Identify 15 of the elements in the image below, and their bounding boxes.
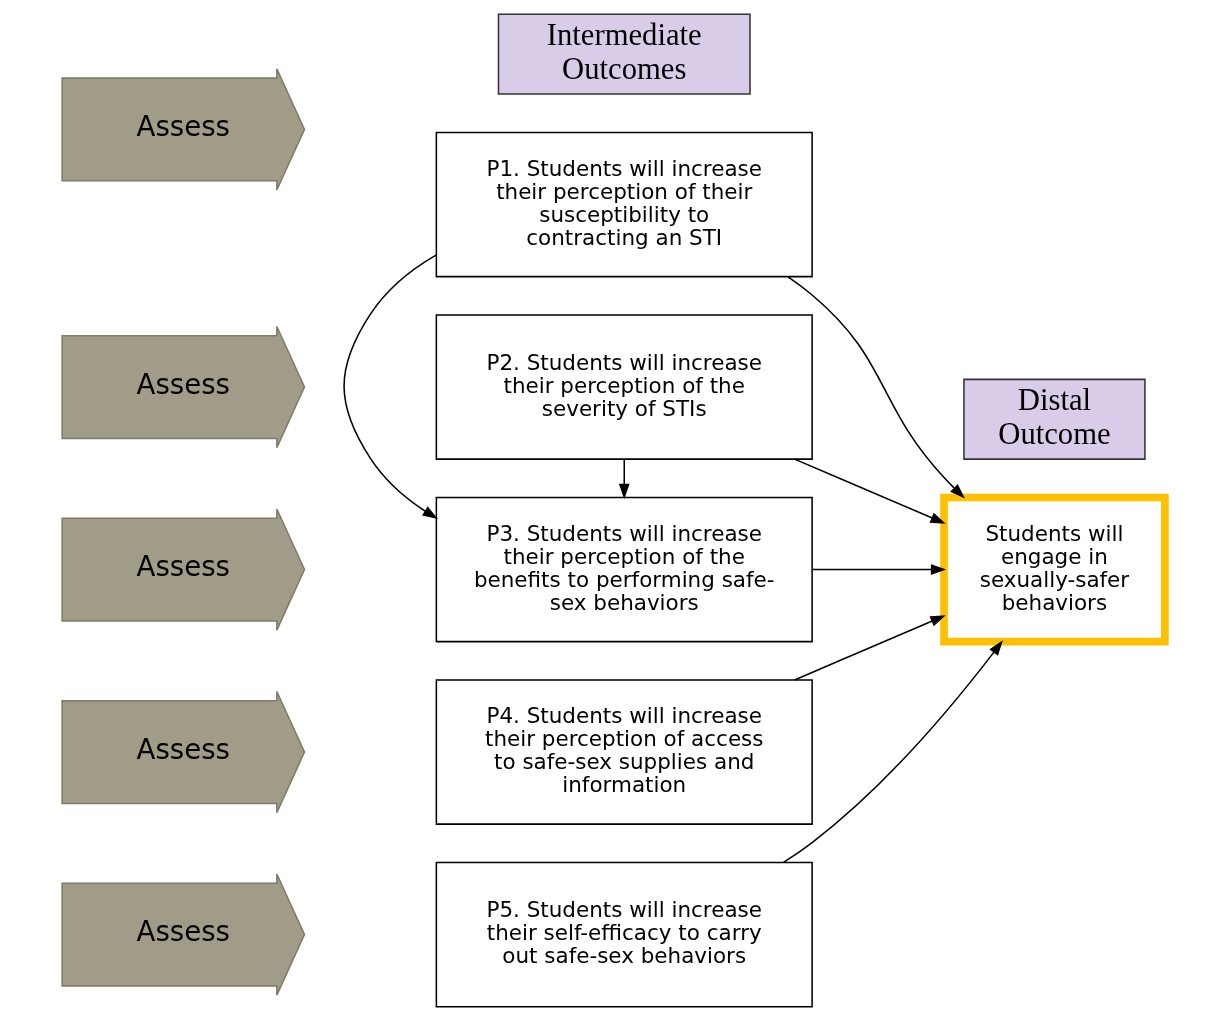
node-box: Intermediate Outcomes [497,13,751,95]
arrow [782,640,1003,864]
node-box: P4. Students will increase their perception of access to safe-sex supplies and information [435,679,813,825]
node-box: Students will engage in sexually-safer behaviors [939,493,1169,646]
node-box: Distal Outcome [962,378,1146,460]
node-box: P3. Students will increase their perception of the benefits to performing safe-sex behaviors [435,496,813,643]
arrow [793,615,946,681]
arrow [618,458,630,500]
arrow [786,276,965,499]
node-box: P1. Students will increase their perception of their susceptibility to contracting an STI [435,131,813,278]
arrow [793,458,946,524]
arrow [342,254,438,519]
node-box: P2. Students will increase their perception of the severity of STIs [435,314,813,460]
node-box: P5. Students will increase their self-efficacy to carry out safe-sex behaviors [435,861,813,1008]
arrow [811,564,946,575]
